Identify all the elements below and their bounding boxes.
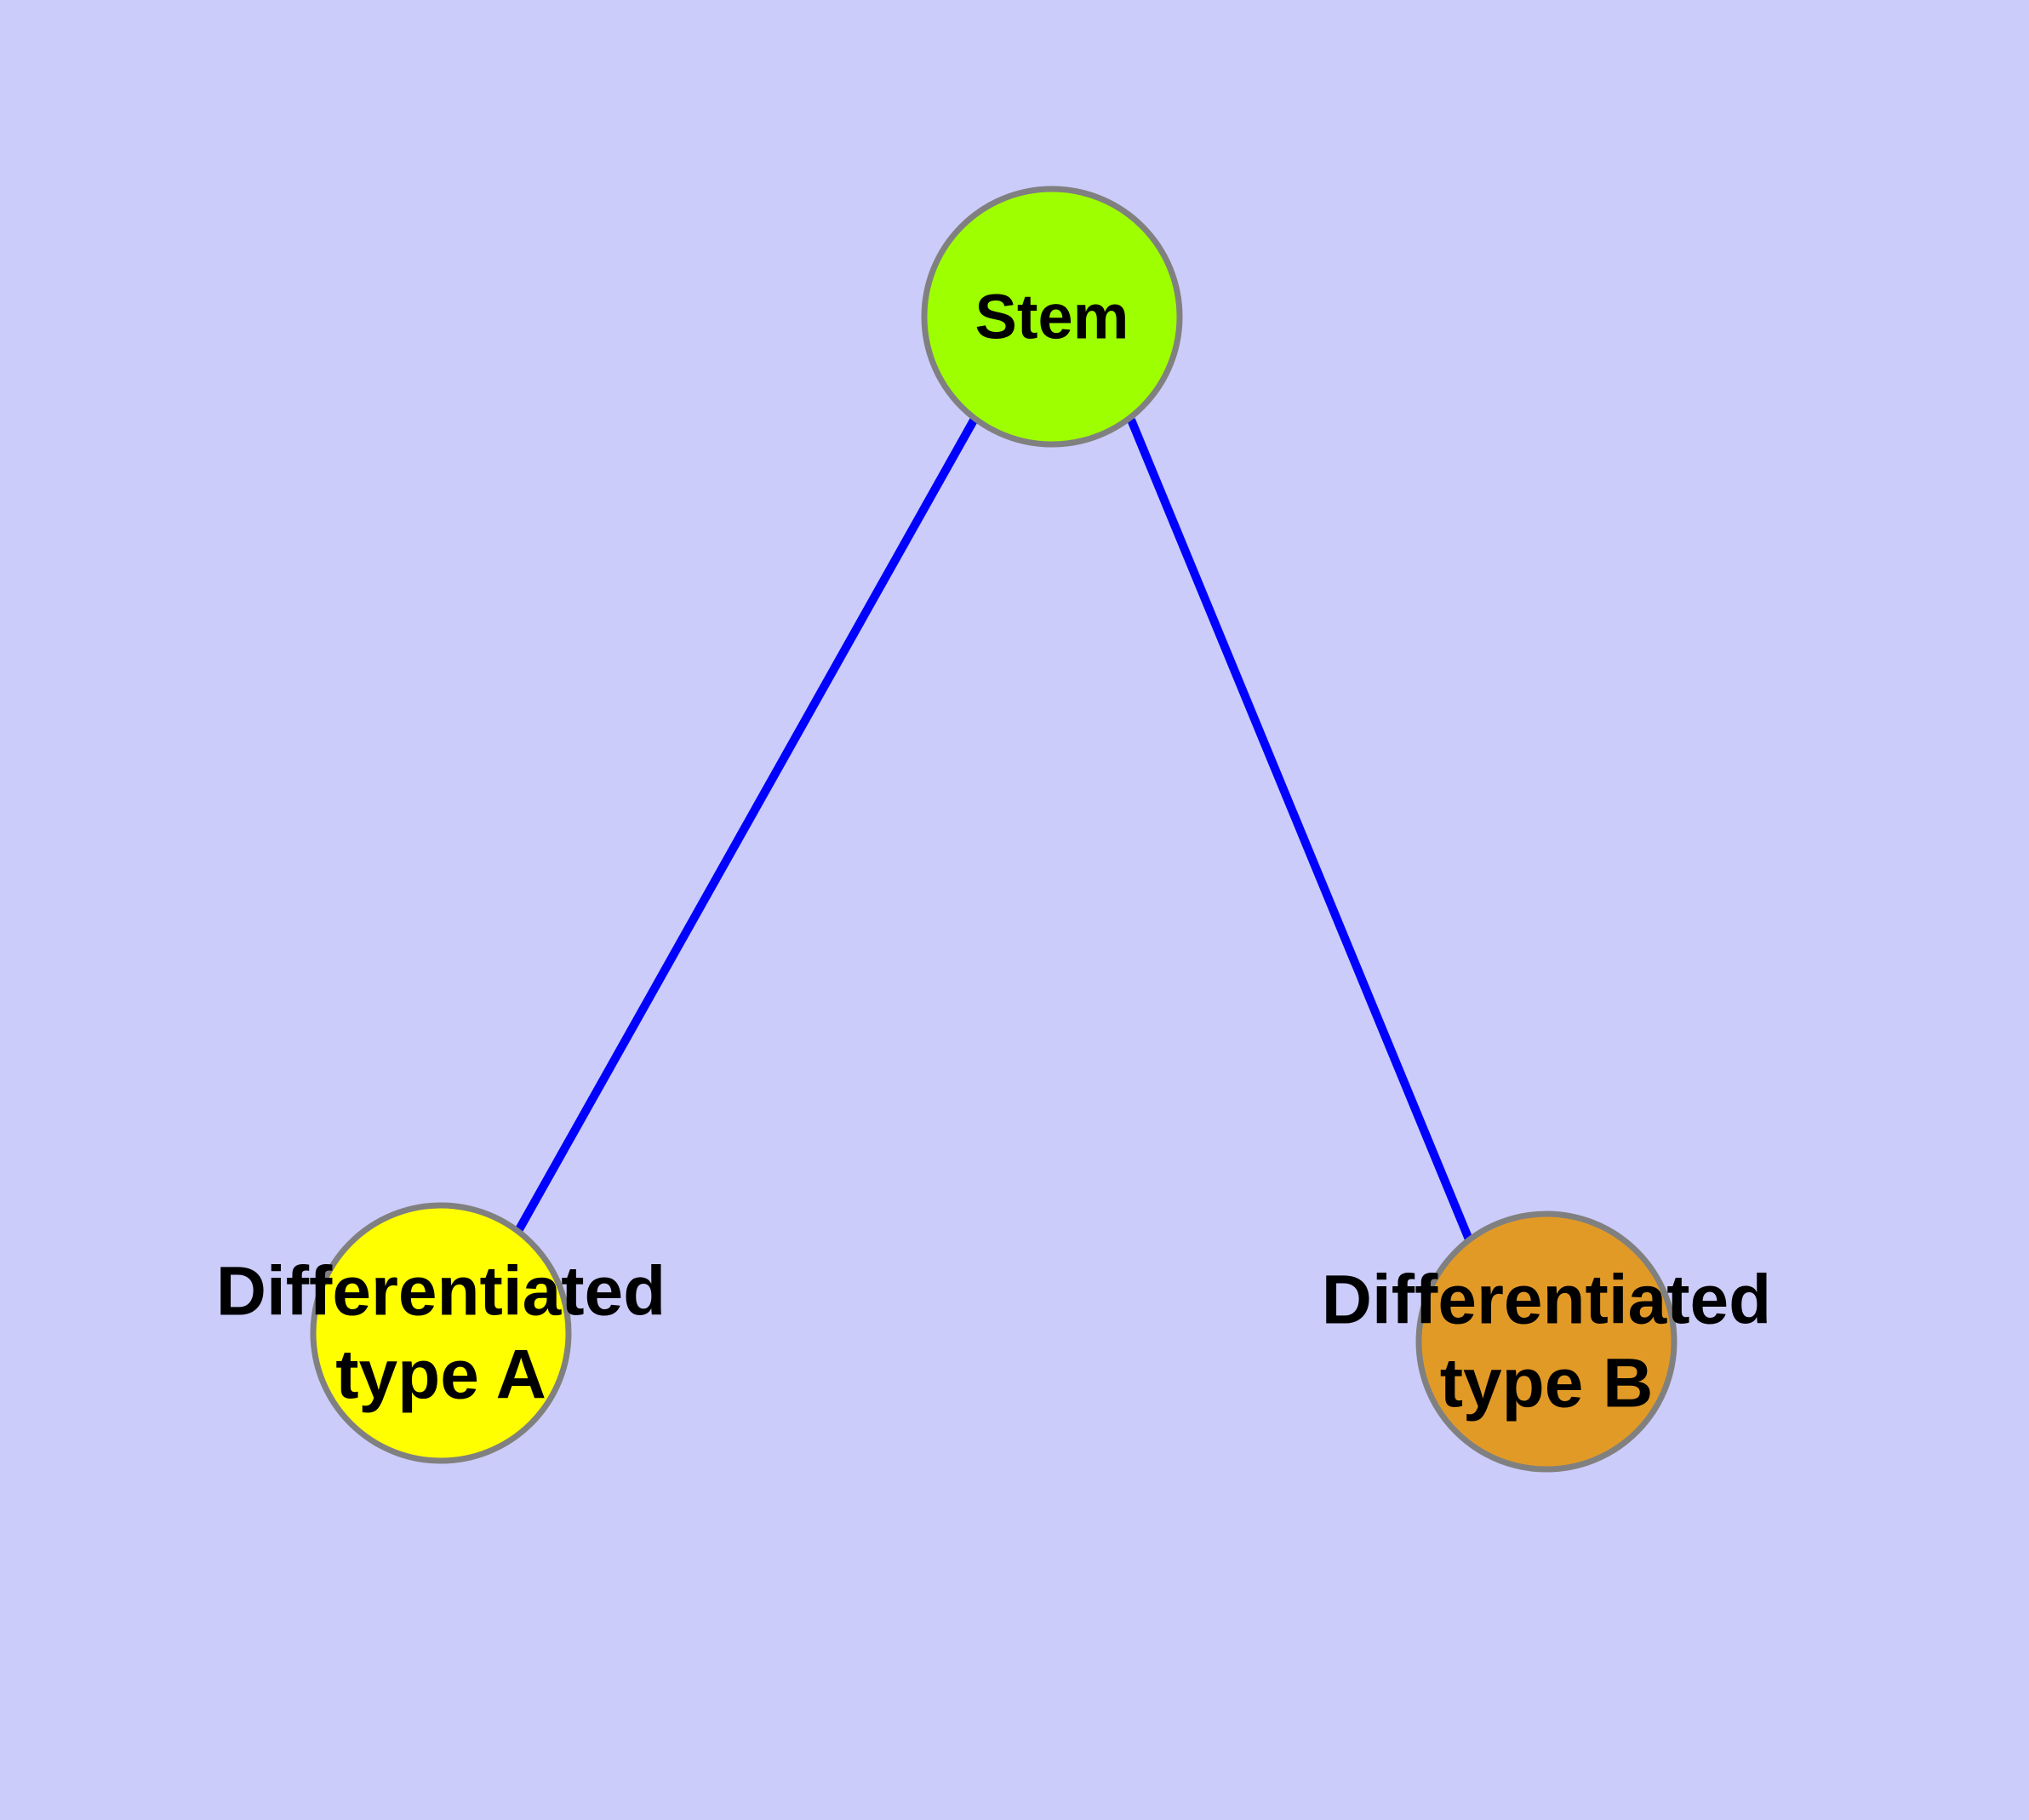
node-differentiated-type-b-label-line2: type B (1440, 1345, 1654, 1422)
node-differentiated-type-b-label-line1: Differentiated (1322, 1262, 1772, 1339)
node-differentiated-type-a-label-line2: type A (335, 1336, 546, 1414)
node-differentiated-type-a-circle[interactable] (310, 1202, 572, 1464)
node-stem-label: Stem (975, 282, 1129, 352)
node-differentiated-type-b-circle[interactable] (1415, 1210, 1677, 1473)
node-differentiated-type-b[interactable]: Differentiated type B (1322, 1210, 1772, 1473)
node-differentiated-type-a[interactable]: Differentiated type A (216, 1202, 666, 1464)
node-stem[interactable]: Stem (921, 186, 1183, 448)
edge-stem-to-diff-b[interactable] (1127, 418, 1473, 1241)
edge-layer (514, 416, 1473, 1241)
node-stem-circle[interactable] (921, 186, 1183, 448)
edge-stem-to-diff-a[interactable] (514, 416, 979, 1233)
node-differentiated-type-a-label-line1: Differentiated (216, 1253, 666, 1331)
